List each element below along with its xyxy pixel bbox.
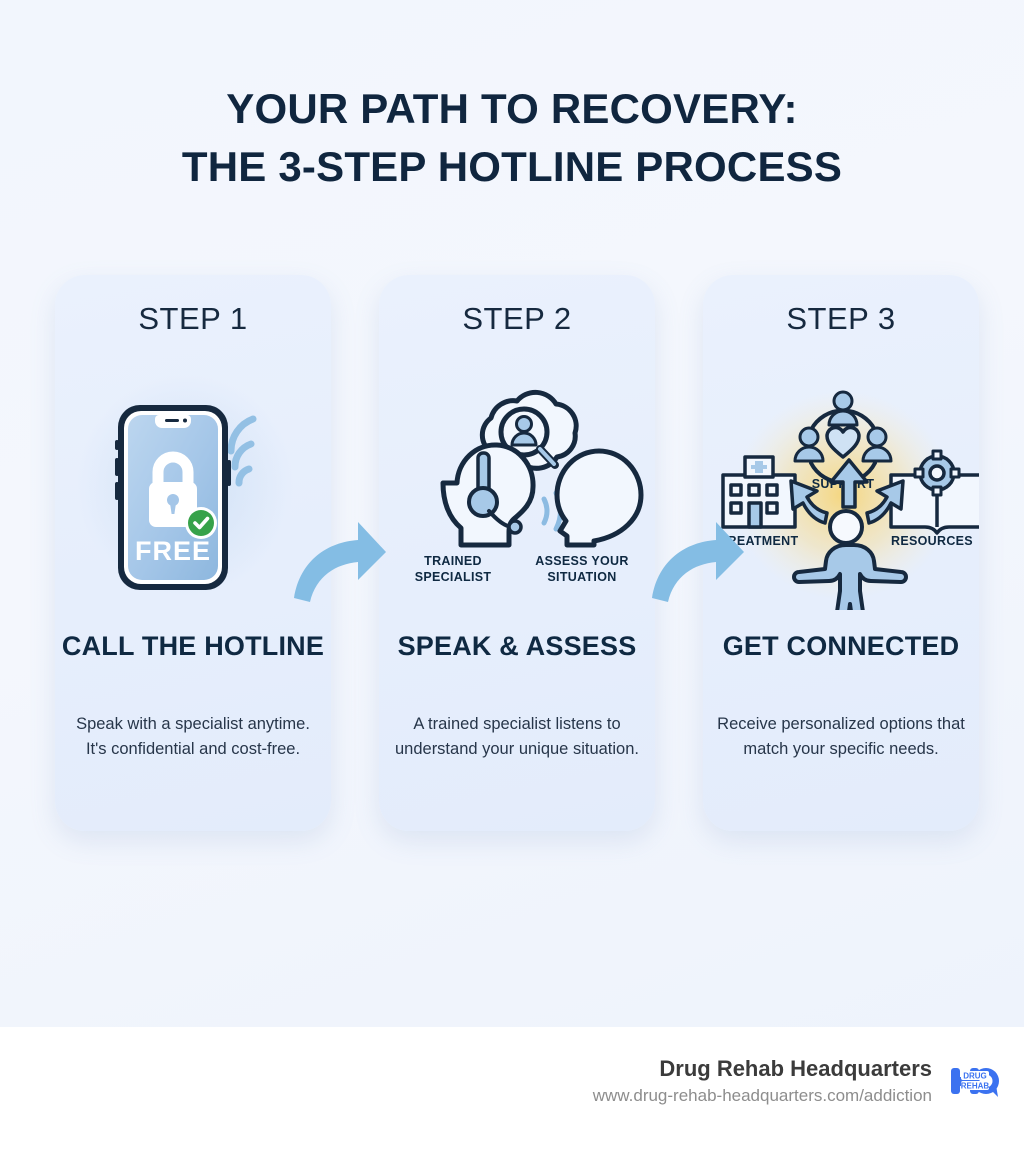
- step-label-1: STEP 1: [138, 301, 248, 336]
- person-connected-options-icon: SUPPORT TREATMENT: [720, 390, 985, 642]
- step-card-2[interactable]: STEP 2: [379, 275, 655, 831]
- step-2-artwork: TRAINED SPECIALIST ASSESS YOUR SITUATION: [379, 355, 655, 610]
- brand-name: Drug Rehab Headquarters: [659, 1056, 932, 1081]
- drug-rehab-hq-logo-icon: DRUG REHAB: [951, 1067, 999, 1097]
- brand-url[interactable]: www.drug-rehab-headquarters.com/addictio…: [592, 1086, 932, 1105]
- listener-head-icon: [554, 448, 644, 548]
- step-title-1: CALL THE HOTLINE: [61, 631, 325, 661]
- step-3-caption-treatment: TREATMENT: [720, 534, 799, 548]
- footer-branding: Drug Rehab Headquarters www.drug-rehab-h…: [593, 1055, 1000, 1108]
- step-description-2: A trained specialist listens to understa…: [394, 715, 639, 758]
- step-3-caption-resources: RESOURCES: [891, 534, 973, 548]
- step-1-artwork: FREE: [55, 355, 331, 610]
- arrow-up-left-icon: [789, 479, 829, 525]
- arrow-up-right-icon: [865, 479, 905, 525]
- step-2-caption-1-line-1: TRAINED: [424, 554, 482, 568]
- footer-text-block: Drug Rehab Headquarters www.drug-rehab-h…: [593, 1055, 932, 1108]
- step-2-caption-1-line-2: SPECIALIST: [415, 570, 492, 584]
- person-arms-out-icon: [792, 509, 908, 642]
- steps-container: STEP 1: [55, 275, 985, 831]
- step-label-3: STEP 3: [786, 301, 896, 336]
- logo-text-top: DRUG: [963, 1071, 987, 1080]
- step-2-caption-2-line-2: SITUATION: [547, 570, 616, 584]
- step-label-2: STEP 2: [462, 301, 572, 336]
- person-magnifier-icon: [498, 406, 559, 469]
- check-circle-icon: [185, 507, 217, 539]
- step-3-artwork: SUPPORT TREATMENT: [703, 355, 985, 642]
- step-card-3[interactable]: STEP 3: [703, 275, 985, 831]
- lock-icon: [149, 451, 197, 527]
- step-card-1[interactable]: STEP 1: [55, 275, 331, 831]
- book-gear-icon: [889, 449, 985, 535]
- brand-logo: DRUG REHAB: [948, 1061, 1000, 1103]
- step-title-3: GET CONNECTED: [722, 631, 960, 661]
- title-line-2: THE 3-STEP HOTLINE PROCESS: [181, 143, 843, 190]
- step-title-2: SPEAK & ASSESS: [397, 631, 637, 661]
- step-2-caption-2-line-1: ASSESS YOUR: [535, 554, 628, 568]
- headset-icon: [467, 451, 523, 535]
- people-heart-icon: [793, 390, 893, 485]
- page-title: YOUR PATH TO RECOVERY: THE 3-STEP HOTLIN…: [0, 80, 1024, 196]
- footer: Drug Rehab Headquarters www.drug-rehab-h…: [0, 1027, 1024, 1154]
- signal-waves-icon: [227, 415, 257, 487]
- arrow-step1-to-step2: [288, 498, 392, 606]
- curved-arrow-icon: [652, 522, 744, 602]
- arrow-up-icon: [829, 458, 869, 509]
- curved-arrow-icon: [294, 522, 386, 602]
- step-description-3: Receive personalized options that match …: [717, 715, 965, 758]
- title-line-1: YOUR PATH TO RECOVERY:: [226, 85, 798, 132]
- phone-lock-free-icon: FREE: [77, 373, 293, 597]
- two-heads-conversation-icon: TRAINED SPECIALIST ASSESS YOUR SITUATION: [415, 389, 644, 584]
- logo-text-bottom: REHAB: [961, 1081, 990, 1090]
- arrow-step2-to-step3: [646, 498, 750, 606]
- phone-free-text: FREE: [135, 536, 211, 566]
- step-description-1: Speak with a specialist anytime. It's co…: [76, 715, 310, 758]
